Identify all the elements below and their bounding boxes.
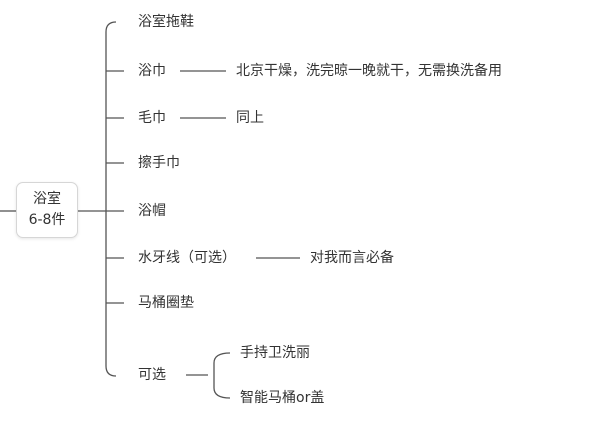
branch-item-bath-towel[interactable]: 浴巾 — [138, 63, 166, 79]
branch-item-water-flosser[interactable]: 水牙线（可选） — [138, 250, 236, 266]
sub-item-bidet[interactable]: 手持卫洗丽 — [240, 345, 310, 361]
note-water-flosser[interactable]: 对我而言必备 — [310, 250, 394, 266]
main-trunk — [105, 21, 117, 377]
root-label-line2: 6-8件 — [28, 212, 66, 228]
branch-item-slippers[interactable]: 浴室拖鞋 — [138, 14, 194, 30]
branch-item-optional[interactable]: 可选 — [138, 367, 166, 383]
note-towel[interactable]: 同上 — [236, 110, 264, 126]
branch-item-toilet-seat-cover[interactable]: 马桶圈垫 — [138, 295, 194, 311]
optional-subtrunk — [213, 352, 231, 399]
note-bath-towel[interactable]: 北京干燥，洗完晾一晚就干，无需换洗备用 — [236, 63, 502, 79]
branch-item-hand-towel[interactable]: 擦手巾 — [138, 155, 180, 171]
root-node[interactable]: 浴室 6-8件 — [16, 182, 78, 238]
branch-item-shower-cap[interactable]: 浴帽 — [138, 203, 166, 219]
sub-item-smart-toilet[interactable]: 智能马桶or盖 — [240, 390, 325, 406]
root-label-line1: 浴室 — [33, 191, 61, 207]
branch-item-towel[interactable]: 毛巾 — [138, 110, 166, 126]
